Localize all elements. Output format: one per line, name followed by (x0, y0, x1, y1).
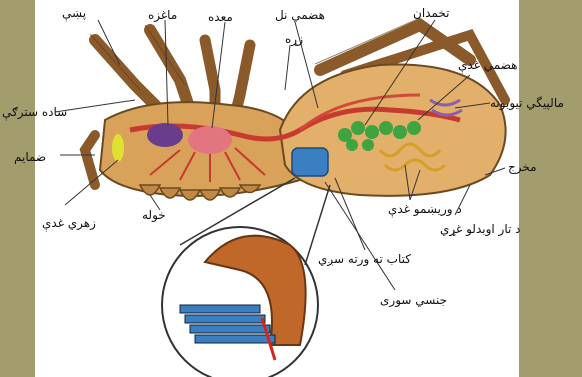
book-lung-organ (292, 148, 328, 176)
label-heart: زړه (285, 32, 303, 46)
label-genital-opening: جنسي سوری (380, 293, 447, 307)
stomach-organ (188, 126, 232, 154)
label-esophagus: هضمي نل (275, 8, 325, 22)
label-simple-eyes: ساده سترګې (2, 105, 67, 119)
poison-gland-organ (112, 134, 124, 162)
label-ovary: تخمدان (413, 6, 449, 20)
label-spinnerets: د تار اوبدلو غړي (440, 222, 521, 236)
label-digestive-gland: هضمي غدې (458, 58, 517, 72)
label-book-lung: کتاب ته ورته سږي (318, 252, 411, 266)
label-appendages: ضمايم (14, 150, 46, 164)
label-legs: پښې (62, 6, 86, 20)
label-mouth: خوله (142, 208, 166, 222)
label-malpighian-tubules: مالپيگي تيوبونه (490, 96, 564, 110)
label-poison-gland: زهري غدې (42, 216, 96, 230)
label-silk-glands: د وريښمو غدې (388, 202, 462, 216)
label-brain: ماغزه (148, 8, 177, 22)
label-excretory: مخرج (508, 160, 537, 174)
label-stomach: معده (208, 10, 233, 24)
brain-organ (147, 123, 183, 147)
